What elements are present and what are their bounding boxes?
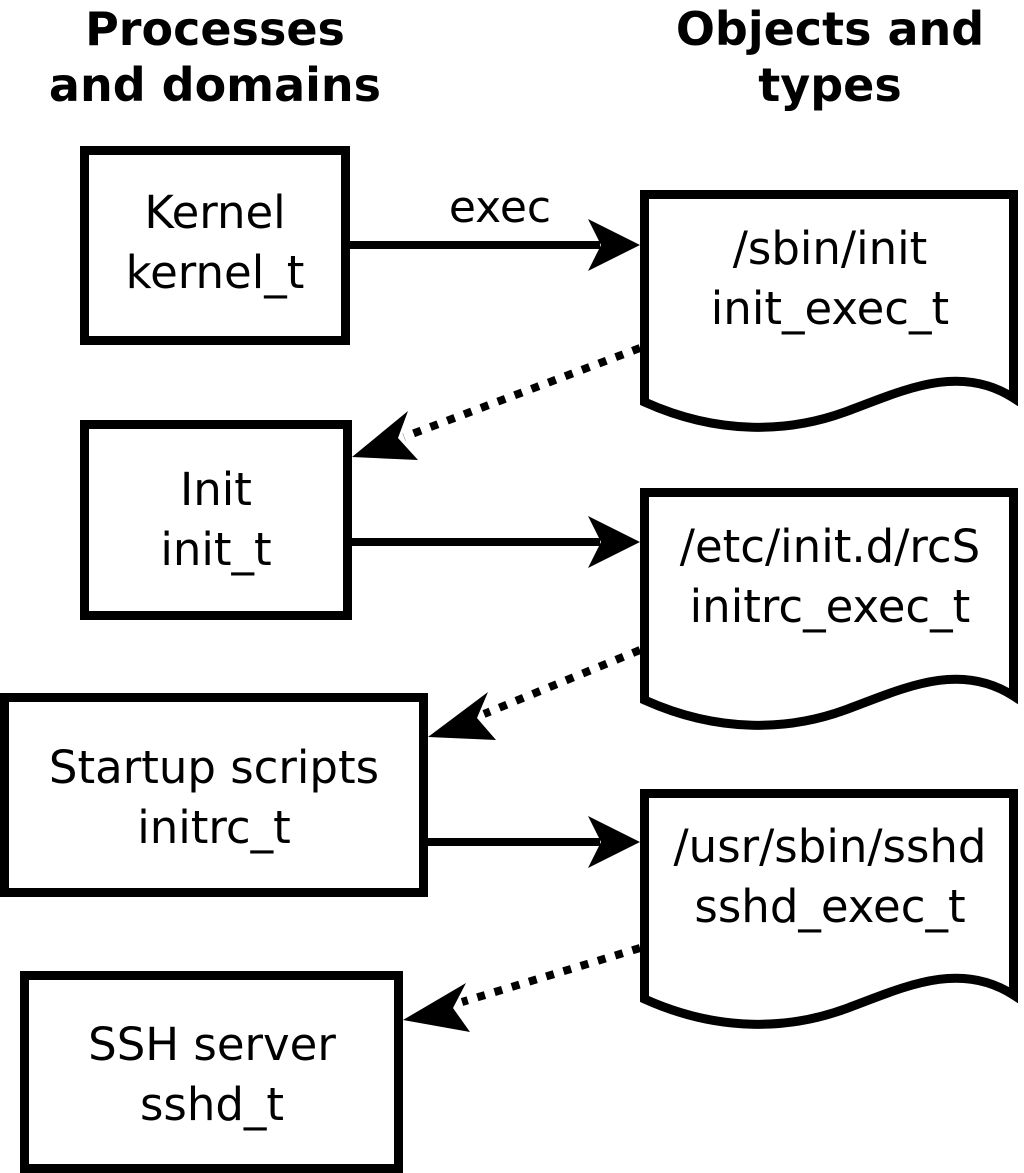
edge-line-init-exec-to-init: [402, 344, 642, 441]
node-initrc[interactable]: Startup scripts initrc_t: [0, 693, 428, 897]
node-sshd[interactable]: SSH server sshd_t: [20, 971, 403, 1173]
column-header-processes-line2: and domains: [49, 58, 381, 112]
edge-label-exec: exec: [449, 182, 551, 233]
node-kernel[interactable]: Kernel kernel_t: [80, 146, 350, 345]
edge-line-initrc-exec-to-initrc: [482, 646, 642, 718]
node-sshd-box[interactable]: [20, 971, 403, 1173]
node-initrc-exec-line2: initrc_exec_t: [690, 580, 971, 633]
node-initrc-exec-doc[interactable]: [640, 488, 1018, 730]
arrowhead-initrc-exec-to-initrc: [428, 692, 496, 740]
edge-init-to-initrc-exec: [352, 516, 640, 568]
node-kernel-box[interactable]: [80, 146, 350, 345]
column-header-objects: Objects and types: [676, 2, 984, 112]
node-init-exec-line2: init_exec_t: [711, 282, 949, 335]
node-kernel-line1: Kernel: [144, 186, 285, 239]
arrowhead-kernel-exec: [588, 219, 640, 271]
node-sshd-exec-line1: /usr/sbin/sshd: [674, 820, 987, 873]
arrowhead-sshd-exec-to-sshd: [403, 983, 470, 1032]
edge-initrc-to-sshd-exec: [428, 816, 640, 868]
node-init-line2: init_t: [160, 523, 271, 576]
node-kernel-line2: kernel_t: [126, 246, 305, 299]
node-initrc-line1: Startup scripts: [49, 741, 379, 794]
column-header-objects-line2: types: [758, 58, 901, 112]
node-initrc-exec[interactable]: /etc/init.d/rcS initrc_exec_t: [640, 488, 1018, 730]
arrowhead-initrc-to-sshd-exec: [588, 816, 640, 868]
node-sshd-line1: SSH server: [88, 1018, 336, 1071]
node-init-exec-line1: /sbin/init: [733, 222, 928, 275]
column-header-objects-line1: Objects and: [676, 2, 984, 56]
node-initrc-line2: initrc_t: [137, 801, 291, 854]
edge-init-exec-to-init: [352, 344, 642, 460]
node-sshd-exec-line2: sshd_exec_t: [694, 880, 965, 933]
arrowhead-init-exec-to-init: [352, 411, 418, 460]
node-init-box[interactable]: [80, 420, 352, 620]
node-initrc-exec-line1: /etc/init.d/rcS: [680, 520, 980, 573]
node-init-exec[interactable]: /sbin/init init_exec_t: [640, 190, 1018, 432]
column-header-processes-line1: Processes: [85, 2, 345, 56]
edge-sshd-exec-to-sshd: [403, 944, 642, 1032]
edge-line-sshd-exec-to-sshd: [460, 944, 642, 1006]
arrowhead-init-to-initrc-exec: [588, 516, 640, 568]
node-initrc-box[interactable]: [0, 693, 428, 897]
node-sshd-exec[interactable]: /usr/sbin/sshd sshd_exec_t: [640, 789, 1018, 1029]
node-sshd-line2: sshd_t: [140, 1078, 284, 1131]
node-init-line1: Init: [180, 463, 252, 516]
column-header-processes: Processes and domains: [49, 2, 381, 112]
node-sshd-exec-doc[interactable]: [640, 789, 1018, 1029]
node-init[interactable]: Init init_t: [80, 420, 352, 620]
edge-kernel-exec-init-exec: exec: [350, 182, 640, 271]
node-init-exec-doc[interactable]: [640, 190, 1018, 432]
edge-initrc-exec-to-initrc: [428, 646, 642, 740]
